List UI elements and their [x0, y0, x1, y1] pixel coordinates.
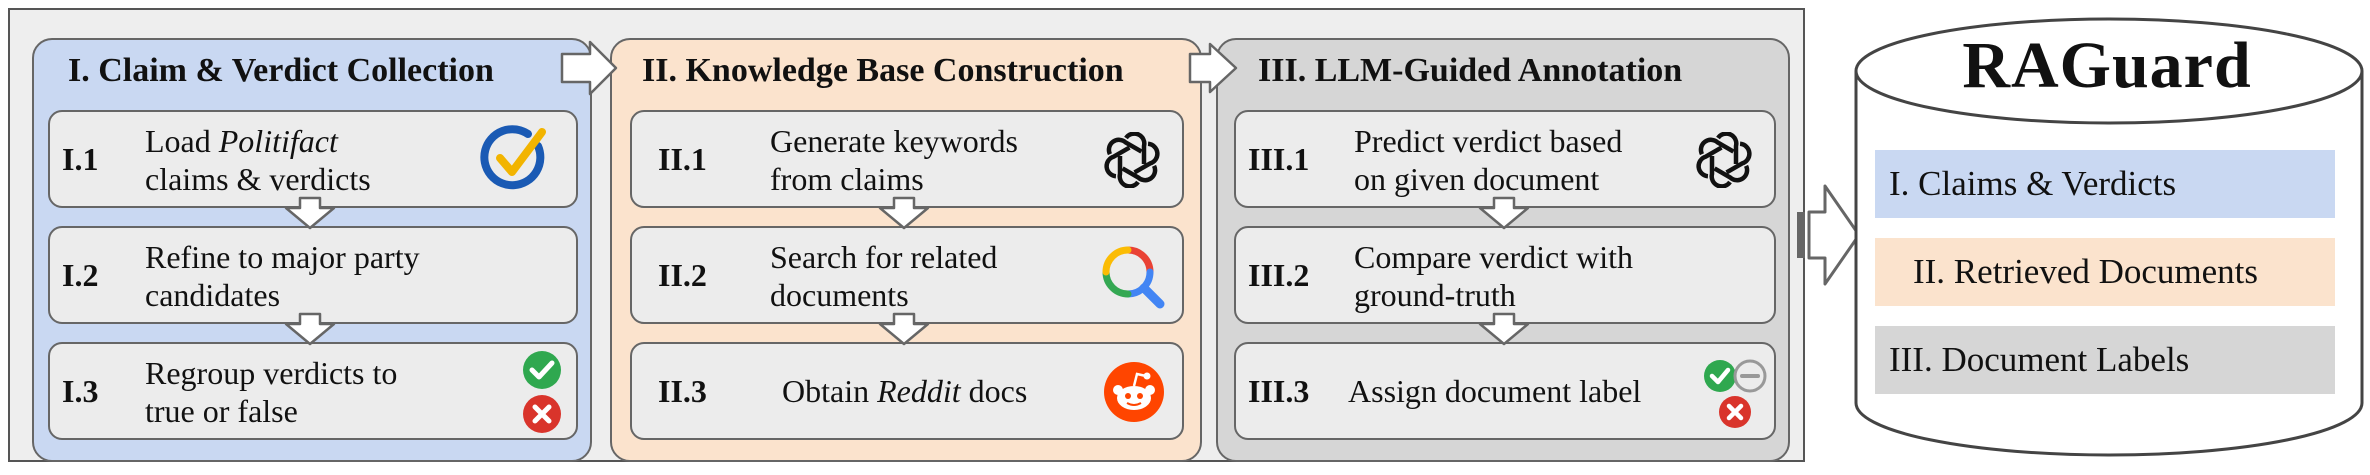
politifact-check-icon: [480, 125, 546, 190]
dataset-component: II. Retrieved Documents: [1875, 238, 2335, 306]
pipeline-frame: I. Claim & Verdict Collection I.1 Load P…: [8, 8, 1805, 462]
step-iii3: III.3 Assign document label: [1234, 342, 1776, 440]
step-text-line2: claims & verdicts: [145, 161, 371, 197]
panel-llm-guided-annotation: III. LLM-Guided Annotation III.1 Predict…: [1216, 38, 1790, 462]
step-text: Regroup verdicts to true or false: [145, 354, 397, 430]
step-text: Search for related documents: [770, 238, 997, 314]
step-text-line2: documents: [770, 277, 909, 313]
step-text-line2: candidates: [145, 277, 281, 313]
step-text: Load Politifact claims & verdicts: [145, 122, 371, 198]
step-number: III.2: [1248, 257, 1310, 293]
down-arrow: [878, 312, 930, 346]
step-text-suffix: docs: [960, 373, 1028, 409]
step-text-line1: Predict verdict based: [1354, 123, 1623, 159]
step-text-line2: on given document: [1354, 161, 1600, 197]
down-arrow: [878, 196, 930, 230]
dataset-component: I. Claims & Verdicts: [1875, 150, 2335, 218]
panel-title: III. LLM-Guided Annotation: [1258, 52, 1683, 89]
step-text-line2: ground-truth: [1354, 277, 1516, 313]
step-text-prefix: Obtain: [782, 373, 878, 409]
true-false-icon: [523, 351, 561, 433]
panel-knowledge-base-construction: II. Knowledge Base Construction II.1 Gen…: [610, 38, 1202, 462]
down-arrow: [284, 196, 336, 230]
check-icon: [523, 351, 561, 389]
step-i3: I.3 Regroup verdicts to true or false: [48, 342, 578, 440]
output-arrow: [1797, 184, 1861, 286]
label-icon: [1704, 359, 1767, 428]
step-text: Assign document label: [1348, 373, 1642, 409]
step-text: Predict verdict based on given document: [1354, 122, 1622, 198]
search-icon: [1102, 246, 1165, 309]
dataset-component: III. Document Labels: [1875, 326, 2335, 394]
flow-arrows: [284, 40, 1530, 346]
step-number: III.1: [1248, 141, 1310, 177]
step-ii1: II.1 Generate keywords from claims: [630, 110, 1184, 208]
step-number: I.3: [62, 373, 99, 409]
down-arrow: [1478, 312, 1530, 346]
panel-title: II. Knowledge Base Construction: [642, 52, 1124, 89]
dataset-name: RAGuard: [1962, 29, 2252, 102]
step-text-line1: Search for related: [770, 239, 998, 275]
openai-icon: [1696, 132, 1752, 188]
step-text: Compare verdict with ground-truth: [1354, 238, 1633, 314]
step-text: Refine to major party candidates: [145, 238, 420, 314]
step-text-prefix: Load: [145, 123, 219, 159]
down-arrow: [284, 312, 336, 346]
step-text-line1: Compare verdict with: [1354, 239, 1634, 275]
step-number: II.3: [658, 373, 707, 409]
step-text: Obtain Reddit docs: [782, 372, 1027, 410]
step-text: Generate keywords from claims: [770, 122, 1018, 198]
reddit-icon: [1104, 362, 1164, 422]
step-text-line2: true or false: [145, 393, 298, 429]
reddit-name: Reddit: [877, 373, 961, 409]
step-iii2: III.2 Compare verdict with ground-truth: [1234, 226, 1776, 324]
step-number: III.3: [1248, 373, 1310, 409]
step-number: I.2: [62, 257, 99, 293]
step-number: I.1: [62, 141, 99, 177]
right-arrow: [1188, 42, 1238, 94]
right-arrow: [560, 40, 618, 96]
step-number: II.1: [658, 141, 707, 177]
step-number: II.2: [658, 257, 707, 293]
panel-title: I. Claim & Verdict Collection: [68, 52, 494, 89]
step-text-line1: Regroup verdicts to: [145, 355, 398, 391]
step-text-line1: Generate keywords: [770, 123, 1018, 159]
step-ii3: II.3 Obtain Reddit docs: [630, 342, 1184, 440]
openai-icon: [1104, 132, 1160, 188]
step-text-line2: from claims: [770, 161, 924, 197]
step-ii2: II.2 Search for related documents: [630, 226, 1184, 324]
step-iii1: III.1 Predict verdict based on given doc…: [1234, 110, 1776, 208]
step-text-line1: Refine to major party: [145, 239, 420, 275]
down-arrow: [1478, 196, 1530, 230]
politifact-name: Politifact: [218, 123, 338, 159]
